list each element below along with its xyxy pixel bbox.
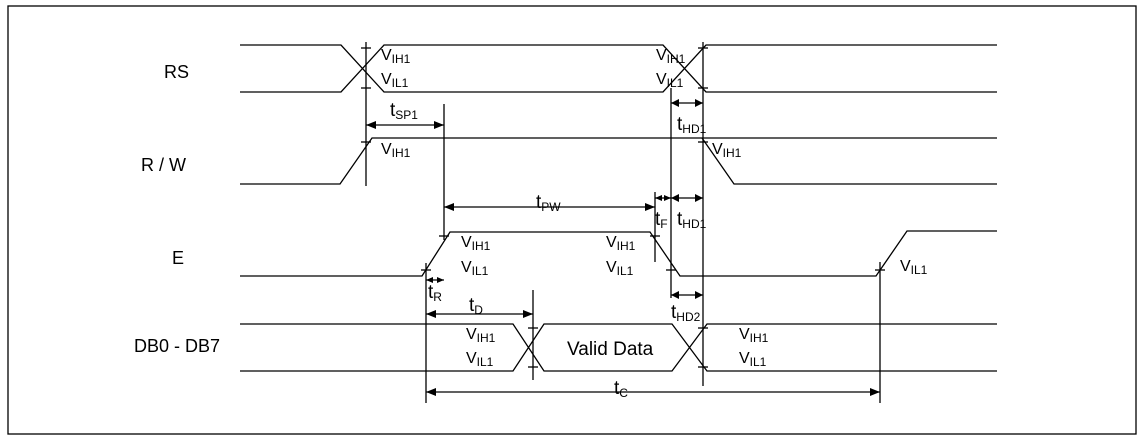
e-vih1-right: VIH1 [606,234,636,253]
thd1-rs-arrow [671,99,703,107]
rs-vih1-right: VIH1 [656,47,686,66]
e-vil1-left: VIL1 [461,259,489,278]
label-tsp1: tSP1 [390,100,418,122]
reference-lines [365,42,881,403]
e-vil1-far: VIL1 [900,258,928,277]
signal-label-db: DB0 - DB7 [134,336,220,356]
diagram-frame [7,5,1137,435]
label-thd1-rw: tHD1 [677,209,707,231]
tr-arrow [426,277,444,283]
db-waveform [240,323,997,372]
label-tr: tR [428,282,442,304]
td-arrow [426,310,533,318]
thd2-arrow [671,291,703,299]
label-tpw: tPW [536,192,561,214]
tsp1-arrow [366,121,444,129]
db-vih1-right: VIH1 [739,326,769,345]
db-vih1-left: VIH1 [466,326,496,345]
e-vil1-right: VIL1 [606,259,634,278]
signal-label-e: E [172,248,184,268]
tpw-arrow [444,203,655,211]
valid-data-label: Valid Data [567,339,654,360]
tf-arrow [655,195,671,201]
label-tc: tC [614,378,628,400]
rw-waveform [240,137,997,185]
label-thd1-rs: tHD1 [677,114,707,136]
rs-waveform [240,44,997,93]
label-thd2: tHD2 [671,302,701,324]
signal-label-rw: R / W [141,155,186,175]
e-vih1-left: VIH1 [461,234,491,253]
rs-vil1-right: VIL1 [656,71,684,90]
rs-vil1-left: VIL1 [381,71,409,90]
label-tf: tF [655,209,668,231]
tc-arrow [426,388,880,396]
e-waveform [240,230,997,277]
rw-vih1-right: VIH1 [712,141,742,160]
rw-vih1-left: VIH1 [381,141,411,160]
threshold-ticks [361,47,885,368]
rs-vih1-left: VIH1 [381,47,411,66]
db-vil1-right: VIL1 [739,350,767,369]
db-vil1-left: VIL1 [466,350,494,369]
thd1-rw-arrow [671,194,703,202]
label-td: tD [469,295,483,317]
signal-label-rs: RS [164,62,189,82]
